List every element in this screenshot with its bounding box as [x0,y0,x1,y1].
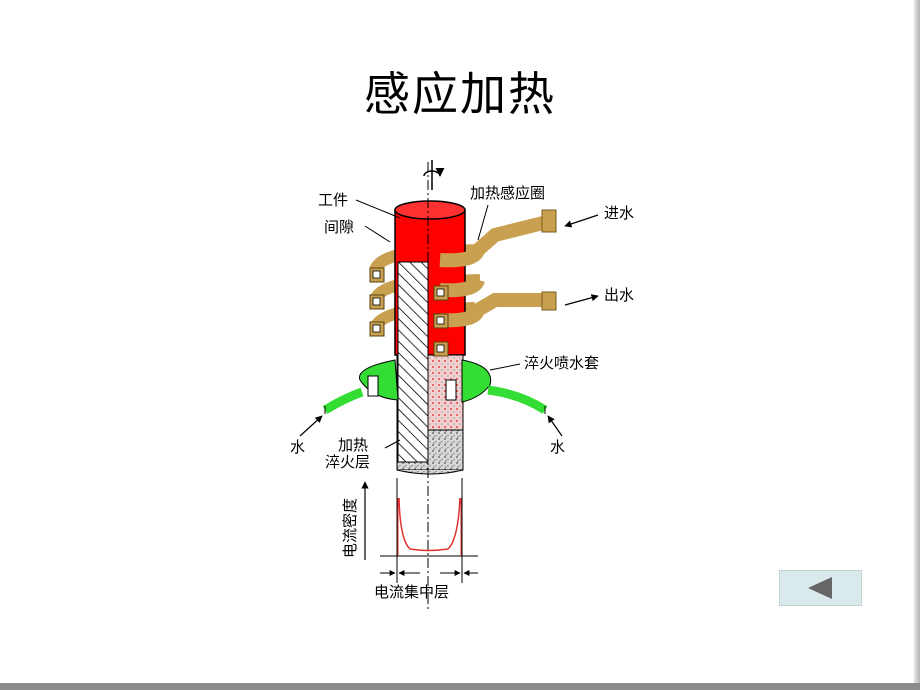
triangle-left-icon [808,577,832,599]
label-current-layer: 电流集中层 [374,583,449,601]
rotation-icon [423,160,445,190]
label-workpiece: 工件 [318,191,348,209]
label-water-left: 水 [290,438,305,456]
current-density-graph [361,478,478,583]
label-spray-jacket: 淬火喷水套 [524,354,599,372]
quench-spray-jacket [322,359,548,414]
induction-coil [369,209,557,357]
label-layer-line1: 加热 [338,436,368,454]
label-current-density: 电流密度 [341,498,359,558]
label-water-right: 水 [550,438,565,456]
right-edge-bar [914,0,920,690]
page-title: 感应加热 [364,67,556,121]
bottom-edge-bar [0,683,920,690]
label-water-in: 进水 [604,204,634,222]
leader-lines [299,199,599,449]
label-water-out: 出水 [604,286,634,304]
density-curve [398,497,461,552]
workpiece [394,162,466,612]
label-coil: 加热感应圈 [470,184,545,202]
label-gap: 间隙 [324,218,354,236]
label-layer-line2: 淬火层 [325,453,370,471]
back-button[interactable] [779,570,862,606]
